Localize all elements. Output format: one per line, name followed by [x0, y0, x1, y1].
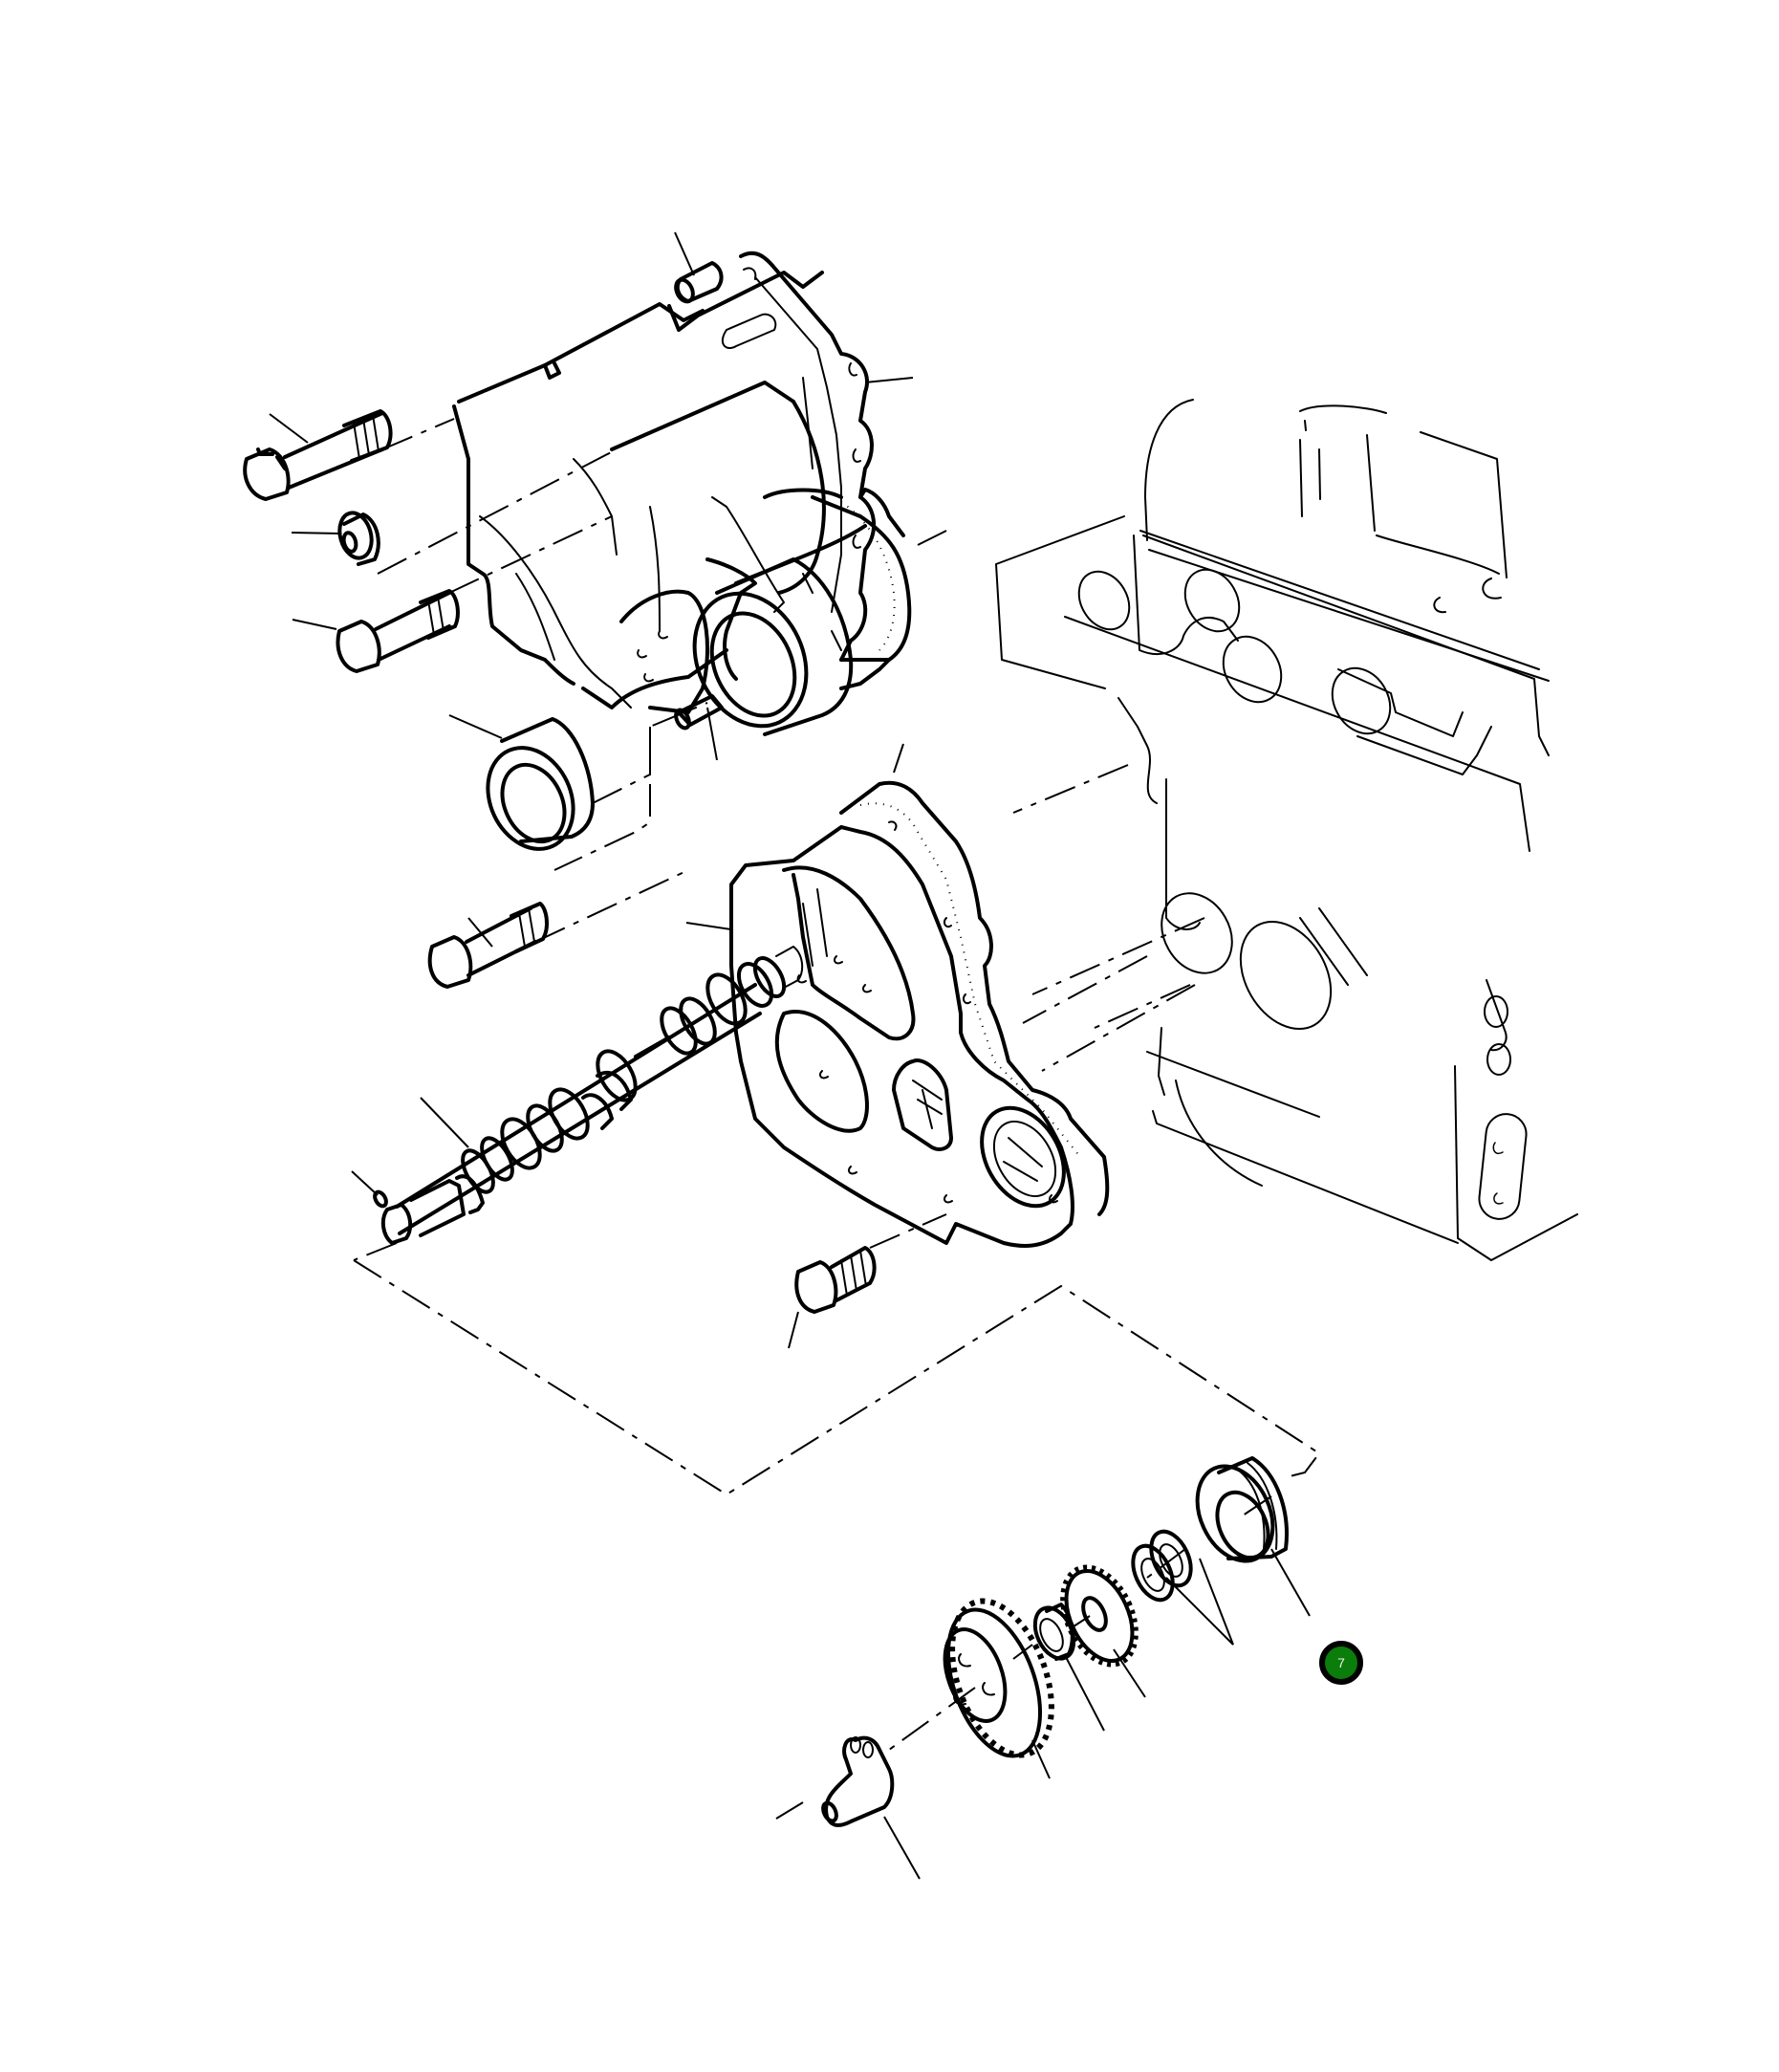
front-plate[interactable] — [729, 825, 1080, 1248]
assembly-centerlines — [353, 418, 1321, 1751]
hex-bolt-mid[interactable] — [427, 902, 549, 989]
callout-hotspot-label: 7 — [1337, 1655, 1345, 1670]
camshaft[interactable] — [380, 946, 804, 1245]
dowel-pin-upper[interactable] — [673, 261, 724, 304]
hex-bolt-long-lower[interactable] — [336, 589, 460, 673]
idler-hub[interactable] — [820, 1735, 895, 1827]
callout-hotspot-7[interactable]: 7 — [1319, 1641, 1363, 1685]
woodruff-key[interactable] — [373, 1189, 389, 1209]
hex-nut[interactable] — [335, 510, 380, 566]
oil-seal[interactable] — [472, 717, 595, 863]
bushing[interactable] — [1028, 1602, 1081, 1665]
front-plate-gasket[interactable] — [839, 780, 1110, 1216]
idler-gear[interactable] — [930, 1587, 1071, 1768]
hex-bolt-long-upper[interactable] — [243, 409, 393, 501]
leader-lines — [269, 231, 1311, 1880]
engine-block[interactable] — [995, 399, 1578, 1261]
hex-bolt-short[interactable] — [794, 1246, 877, 1314]
oil-seal-in-case — [619, 557, 854, 736]
bearing-housing[interactable] — [1182, 1454, 1289, 1574]
dowel-pin-lower[interactable] — [673, 694, 724, 731]
thrust-washers[interactable] — [1125, 1525, 1199, 1606]
timing-case-gasket[interactable] — [739, 251, 912, 690]
